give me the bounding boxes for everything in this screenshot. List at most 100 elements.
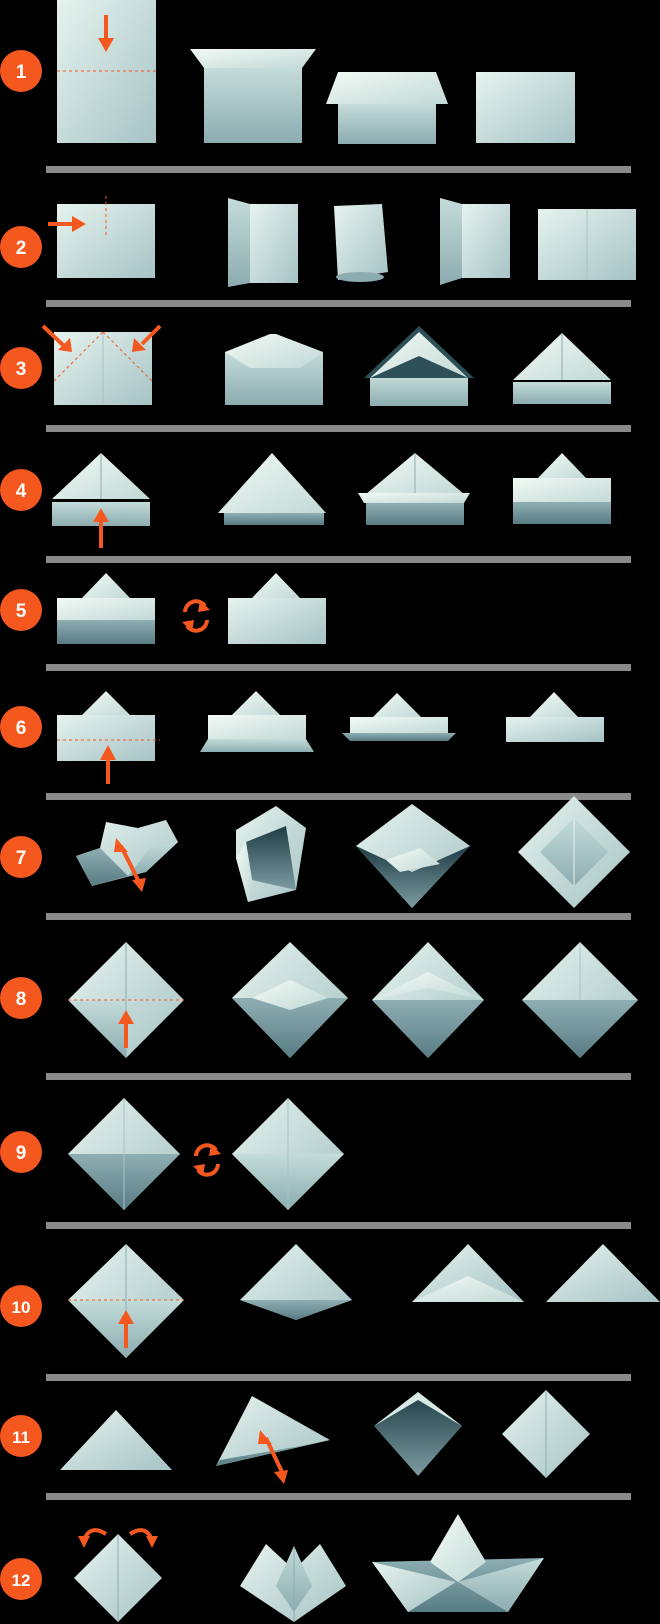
divider-6 bbox=[46, 793, 631, 800]
step-badge-4: 4 bbox=[0, 469, 42, 511]
hat-folded bbox=[506, 692, 604, 742]
diamond-back bbox=[232, 1098, 344, 1210]
step-badge-10: 10 bbox=[0, 1285, 42, 1327]
hat-back bbox=[228, 573, 326, 644]
divider-2 bbox=[46, 300, 631, 307]
step-10-figures bbox=[68, 1244, 660, 1358]
divider-1 bbox=[46, 166, 631, 173]
step-8-figures bbox=[68, 942, 638, 1058]
triangle-folded bbox=[412, 1244, 524, 1302]
step-number: 4 bbox=[16, 481, 27, 502]
step-number: 12 bbox=[12, 1571, 31, 1590]
step-7-figures bbox=[76, 796, 630, 908]
step-number: 9 bbox=[16, 1143, 27, 1164]
folding-sheet bbox=[190, 49, 316, 143]
step-5-figures bbox=[57, 573, 326, 644]
step-number: 6 bbox=[16, 718, 27, 739]
divider-11 bbox=[46, 1493, 631, 1500]
hat-folding bbox=[342, 693, 456, 741]
step-number: 7 bbox=[16, 848, 27, 869]
folded-sheet bbox=[476, 72, 575, 143]
opening-pocket bbox=[236, 806, 306, 902]
step-badge-8: 8 bbox=[0, 977, 42, 1019]
divider-8 bbox=[46, 1073, 631, 1080]
diamond-folding bbox=[232, 942, 348, 1058]
step-number: 8 bbox=[16, 989, 27, 1010]
diagonal-arrow-icon bbox=[41, 324, 72, 352]
diamond-with-flap bbox=[68, 942, 184, 1058]
diamond-flattened bbox=[502, 1390, 590, 1478]
triangle-folded bbox=[358, 453, 470, 525]
diagonal-arrow-icon bbox=[114, 838, 146, 892]
rolled-sheet bbox=[334, 204, 388, 282]
step-2-figures bbox=[48, 196, 636, 287]
right-arrow-icon bbox=[48, 216, 86, 232]
step-number: 10 bbox=[12, 1298, 31, 1317]
up-arrow-icon bbox=[93, 508, 109, 548]
diamond-folding bbox=[372, 942, 484, 1058]
step-badge-12: 12 bbox=[0, 1558, 42, 1600]
folding-sheet bbox=[440, 198, 510, 285]
divider-3 bbox=[46, 425, 631, 432]
folding-sheet bbox=[326, 72, 448, 144]
step-number: 5 bbox=[16, 601, 27, 622]
diamond-folding bbox=[240, 1244, 352, 1320]
dividers bbox=[46, 166, 631, 1500]
step-badge-5: 5 bbox=[0, 589, 42, 631]
diagonal-arrow-icon bbox=[132, 324, 162, 352]
step-number: 1 bbox=[16, 62, 27, 83]
folding-sheet bbox=[228, 198, 298, 287]
step-number: 11 bbox=[12, 1428, 30, 1447]
diamond-with-flaps bbox=[74, 1534, 162, 1622]
hat-shape bbox=[57, 573, 155, 644]
folded-triangle bbox=[513, 333, 611, 404]
step-number: 2 bbox=[16, 238, 27, 259]
step-1-figures bbox=[57, 0, 575, 144]
divider-5 bbox=[46, 664, 631, 671]
opening-pocket bbox=[374, 1392, 462, 1476]
flip-icon bbox=[193, 1143, 221, 1177]
step-number: 3 bbox=[16, 359, 27, 380]
divider-4 bbox=[46, 556, 631, 563]
step-6-figures bbox=[57, 691, 604, 784]
paper-boat bbox=[372, 1514, 544, 1612]
divider-9 bbox=[46, 1222, 631, 1229]
triangle-folding-up bbox=[218, 453, 326, 525]
divider-7 bbox=[46, 913, 631, 920]
up-arrow-icon bbox=[118, 1310, 134, 1348]
hat-folding bbox=[200, 691, 314, 752]
divider-10 bbox=[46, 1374, 631, 1381]
flip-icon bbox=[182, 599, 210, 633]
step-badge-3: 3 bbox=[0, 347, 42, 389]
folding-triangle bbox=[364, 326, 474, 406]
step-3-figures bbox=[41, 324, 611, 406]
step-badge-6: 6 bbox=[0, 706, 42, 748]
hat-shape bbox=[513, 453, 611, 524]
step-badge-2: 2 bbox=[0, 226, 42, 268]
step-11-figures bbox=[60, 1390, 590, 1484]
opening-pocket bbox=[76, 820, 178, 886]
up-arrow-icon bbox=[118, 1010, 134, 1048]
step-badge-7: 7 bbox=[0, 836, 42, 878]
step-badge-11: 11 bbox=[0, 1415, 42, 1457]
step-4-figures bbox=[52, 453, 611, 548]
step-badge-9: 9 bbox=[0, 1131, 42, 1173]
curved-arrow-icon bbox=[78, 1528, 158, 1548]
boat-forming bbox=[240, 1544, 346, 1622]
triangle bbox=[60, 1410, 172, 1470]
step-9-figures bbox=[68, 1098, 344, 1210]
diagonal-arrow-icon bbox=[258, 1430, 288, 1484]
diamond-front bbox=[68, 1098, 180, 1210]
folding-triangle bbox=[225, 334, 323, 405]
diamond-folded bbox=[518, 796, 630, 908]
down-arrow-icon bbox=[98, 15, 114, 52]
folded-sheet bbox=[57, 196, 155, 278]
up-arrow-icon bbox=[100, 745, 116, 784]
triangle-back bbox=[546, 1244, 660, 1302]
step-badge-1: 1 bbox=[0, 50, 42, 92]
opening-pocket bbox=[356, 804, 470, 908]
folded-square bbox=[538, 209, 636, 280]
diamond-folded bbox=[522, 942, 638, 1058]
step-badges: 1 2 3 4 5 6 7 8 9 10 11 12 bbox=[0, 50, 42, 1600]
